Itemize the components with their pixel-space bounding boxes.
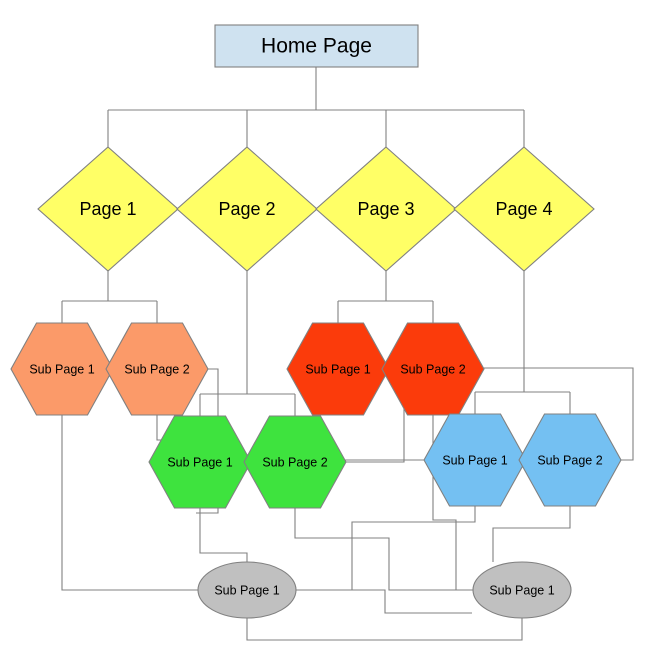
gray-sub-right-ellipse <box>472 561 572 619</box>
page-1-diamond <box>37 146 179 272</box>
red-sub-1-label: Sub Page 1 <box>305 362 370 376</box>
green-sub-2-label: Sub Page 2 <box>262 455 327 469</box>
page-4-label: Page 4 <box>495 199 552 219</box>
node-gray-sub-left[interactable]: Sub Page 1 <box>197 561 297 619</box>
green-sub-1-hexagon <box>148 415 252 509</box>
page-1-label: Page 1 <box>79 199 136 219</box>
node-page-1[interactable]: Page 1 <box>37 146 179 272</box>
edge-orange1-gray-l <box>61 406 198 591</box>
red-sub-2-label: Sub Page 2 <box>400 362 465 376</box>
node-page-3[interactable]: Page 3 <box>315 146 457 272</box>
edge-grayl-bottom <box>246 618 523 641</box>
node-green-sub-1[interactable]: Sub Page 1 <box>148 415 252 509</box>
page-3-diamond <box>315 146 457 272</box>
blue-sub-1-label: Sub Page 1 <box>442 453 507 467</box>
gray-sub-right-label: Sub Page 1 <box>489 583 554 597</box>
blue-sub-1-hexagon <box>423 413 527 507</box>
node-orange-sub-2[interactable]: Sub Page 2 <box>105 322 209 416</box>
node-home-page[interactable]: Home Page <box>214 24 419 68</box>
node-page-2[interactable]: Page 2 <box>176 146 318 272</box>
edge-red2-blue <box>476 367 634 461</box>
page-4-diamond <box>453 146 595 272</box>
node-orange-sub-1[interactable]: Sub Page 1 <box>10 322 114 416</box>
node-gray-sub-right[interactable]: Sub Page 1 <box>472 561 572 619</box>
green-sub-1-label: Sub Page 1 <box>167 455 232 469</box>
orange-sub-1-label: Sub Page 1 <box>29 362 94 376</box>
node-green-sub-2[interactable]: Sub Page 2 <box>243 415 347 509</box>
orange-sub-2-hexagon <box>105 322 209 416</box>
node-red-sub-1[interactable]: Sub Page 1 <box>286 322 390 416</box>
page-2-diamond <box>176 146 318 272</box>
green-sub-2-hexagon <box>243 415 347 509</box>
node-blue-sub-2[interactable]: Sub Page 2 <box>518 413 622 507</box>
edge-blue2-gray-r <box>492 497 571 562</box>
orange-sub-1-hexagon <box>10 322 114 416</box>
red-sub-1-hexagon <box>286 322 390 416</box>
gray-sub-left-label: Sub Page 1 <box>214 583 279 597</box>
blue-sub-2-label: Sub Page 2 <box>537 453 602 467</box>
edge-green1-gray-l <box>199 499 248 562</box>
orange-sub-2-label: Sub Page 2 <box>124 362 189 376</box>
page-3-label: Page 3 <box>357 199 414 219</box>
blue-sub-2-hexagon <box>518 413 622 507</box>
node-page-4[interactable]: Page 4 <box>453 146 595 272</box>
home-page-label: Home Page <box>261 35 372 58</box>
node-red-sub-2[interactable]: Sub Page 2 <box>381 322 485 416</box>
edge-grayl-right <box>296 589 472 614</box>
page-2-label: Page 2 <box>218 199 275 219</box>
gray-sub-left-ellipse <box>197 561 297 619</box>
edge-green2-gray-r <box>294 499 473 591</box>
node-blue-sub-1[interactable]: Sub Page 1 <box>423 413 527 507</box>
edge-blue1-gray-r <box>351 497 476 590</box>
home-page-rectangle <box>214 24 419 68</box>
